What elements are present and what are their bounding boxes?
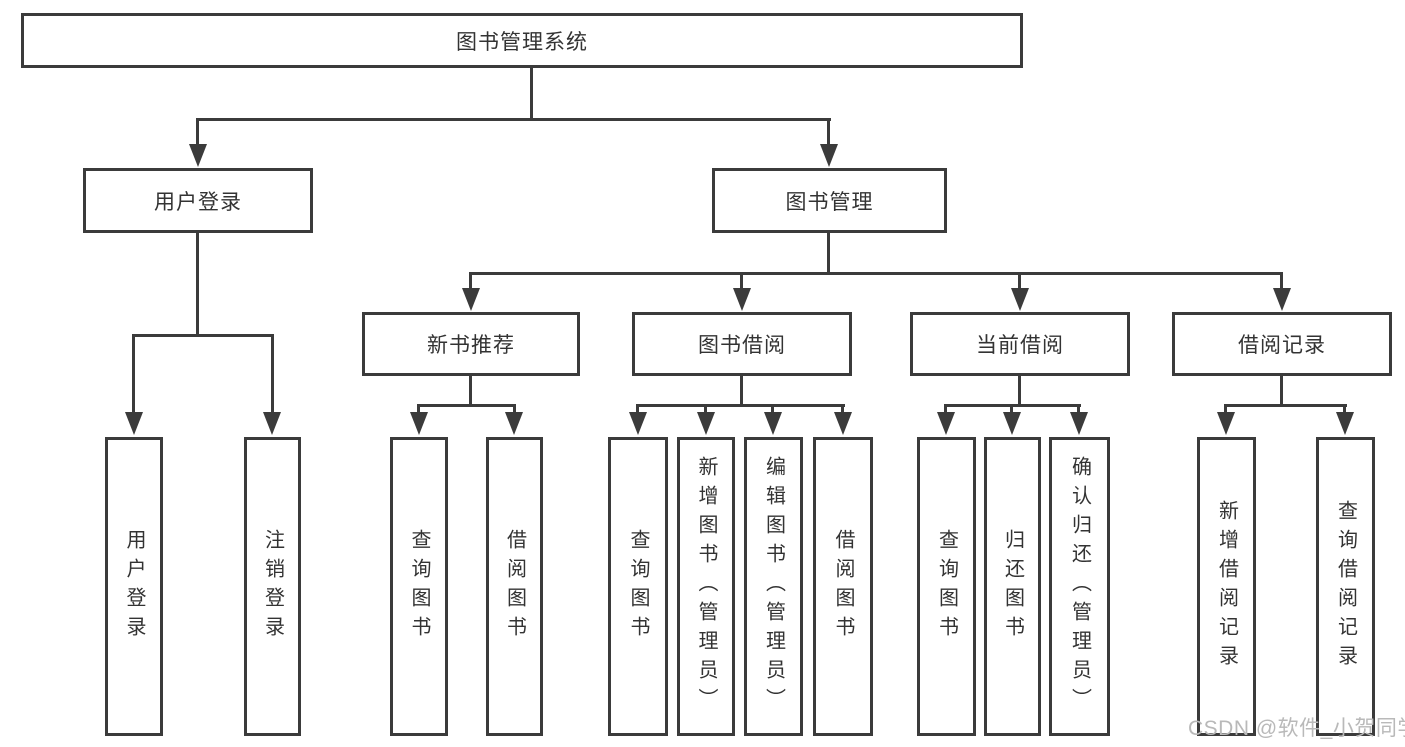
node-label: 用户登录	[154, 190, 242, 214]
leaf-query-books-current: 查询图书	[917, 437, 976, 736]
arrowhead-down-icon	[505, 412, 523, 435]
connector-line	[1018, 272, 1021, 289]
connector-line	[132, 334, 135, 413]
csdn-watermark: CSDN @软件_小贺同学	[1188, 717, 1405, 740]
leaf-label: 借阅图书	[503, 528, 526, 645]
node-label: 借阅记录	[1238, 334, 1326, 357]
leaf-label: 新增借阅记录	[1215, 499, 1238, 674]
arrowhead-down-icon	[1217, 412, 1235, 435]
connector-line	[1010, 404, 1013, 414]
connector-line	[530, 68, 533, 121]
arrowhead-down-icon	[937, 412, 955, 435]
connector-line	[417, 404, 420, 414]
leaf-borrow-books-recommend: 借阅图书	[486, 437, 543, 736]
leaf-label: 查询图书	[408, 528, 430, 645]
connector-line	[1018, 376, 1021, 407]
arrowhead-down-icon	[462, 288, 480, 311]
leaf-label: 查询借阅记录	[1334, 499, 1357, 674]
connector-line	[469, 272, 472, 289]
arrowhead-down-icon	[1011, 288, 1029, 311]
arrowhead-down-icon	[1336, 412, 1354, 435]
leaf-return-books: 归还图书	[984, 437, 1041, 736]
connector-line	[132, 334, 274, 337]
leaf-label: 查询图书	[627, 528, 649, 645]
connector-line	[1343, 404, 1346, 414]
arrowhead-down-icon	[820, 144, 838, 167]
connector-line	[636, 404, 639, 414]
leaf-confirm-return-admin: 确认归还（管理员）	[1049, 437, 1110, 736]
leaf-add-borrow-record: 新增借阅记录	[1197, 437, 1256, 736]
node-book-management: 图书管理	[712, 168, 947, 233]
leaf-user-login: 用户登录	[105, 437, 163, 736]
node-book-borrow: 图书借阅	[632, 312, 852, 376]
leaf-label: 借阅图书	[832, 528, 854, 645]
connector-line	[271, 334, 274, 413]
connector-line	[417, 404, 516, 407]
leaf-label: 确认归还（管理员）	[1068, 456, 1091, 717]
connector-line	[740, 272, 743, 289]
leaf-query-borrow-record: 查询借阅记录	[1316, 437, 1375, 736]
connector-line	[1224, 404, 1347, 407]
arrowhead-down-icon	[263, 412, 281, 435]
leaf-logout: 注销登录	[244, 437, 301, 736]
node-label: 当前借阅	[976, 334, 1064, 357]
node-user-login: 用户登录	[83, 168, 313, 233]
leaf-query-books-borrow: 查询图书	[608, 437, 668, 736]
arrowhead-down-icon	[1070, 412, 1088, 435]
connector-line	[196, 118, 831, 121]
leaf-label: 新增图书（管理员）	[695, 456, 717, 717]
connector-line	[196, 233, 199, 337]
leaf-label: 查询图书	[935, 528, 958, 645]
arrowhead-down-icon	[834, 412, 852, 435]
connector-line	[469, 376, 472, 407]
leaf-edit-books-admin: 编辑图书（管理员）	[744, 437, 803, 736]
node-new-book-recommend: 新书推荐	[362, 312, 580, 376]
arrowhead-down-icon	[125, 412, 143, 435]
node-label: 图书借阅	[698, 334, 786, 357]
arrowhead-down-icon	[697, 412, 715, 435]
connector-line	[196, 118, 199, 147]
node-label: 新书推荐	[427, 334, 515, 357]
node-borrow-records: 借阅记录	[1172, 312, 1392, 376]
node-root-library-system: 图书管理系统	[21, 13, 1023, 68]
leaf-label: 归还图书	[1001, 528, 1024, 645]
connector-line	[1077, 404, 1080, 414]
connector-line	[1280, 272, 1283, 289]
arrowhead-down-icon	[1273, 288, 1291, 311]
connector-line	[771, 404, 774, 414]
connector-line	[740, 376, 743, 407]
connector-line	[704, 404, 707, 414]
node-label: 图书管理	[785, 190, 874, 214]
leaf-label: 用户登录	[123, 528, 145, 645]
connector-line	[827, 118, 830, 147]
connector-line	[841, 404, 844, 414]
leaf-add-books-admin: 新增图书（管理员）	[677, 437, 735, 736]
leaf-borrow-books-borrow: 借阅图书	[813, 437, 873, 736]
arrowhead-down-icon	[1003, 412, 1021, 435]
arrowhead-down-icon	[764, 412, 782, 435]
node-label: 图书管理系统	[456, 30, 588, 54]
connector-line	[1280, 376, 1283, 407]
leaf-query-books-recommend: 查询图书	[390, 437, 448, 736]
node-current-borrow: 当前借阅	[910, 312, 1130, 376]
arrowhead-down-icon	[189, 144, 207, 167]
connector-line	[636, 404, 845, 407]
leaf-label: 注销登录	[261, 528, 284, 645]
connector-line	[1224, 404, 1227, 414]
connector-line	[469, 272, 1283, 275]
connector-line	[827, 233, 830, 275]
arrowhead-down-icon	[629, 412, 647, 435]
connector-line	[513, 404, 516, 414]
leaf-label: 编辑图书（管理员）	[762, 456, 785, 717]
connector-line	[944, 404, 947, 414]
arrowhead-down-icon	[733, 288, 751, 311]
arrowhead-down-icon	[410, 412, 428, 435]
